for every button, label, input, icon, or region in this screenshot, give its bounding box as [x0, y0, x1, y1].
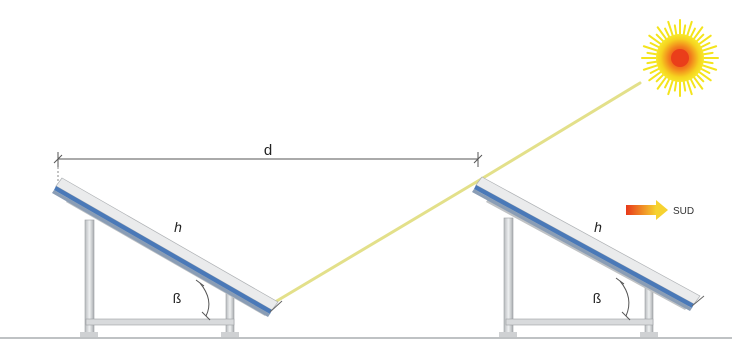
arrow-right-icon: [626, 200, 668, 220]
distance-label: d: [264, 142, 272, 159]
sun-icon: [641, 19, 719, 97]
direction-label: SUD: [673, 206, 694, 217]
left-tilt-arc: [199, 282, 210, 317]
sun-ray: [268, 81, 642, 307]
distance-dimension: [53, 152, 483, 186]
right-panel-length-label: h: [594, 219, 602, 235]
left-panel: [52, 177, 279, 317]
left-tilt-angle-label: ß: [173, 290, 182, 306]
right-solar-module: [472, 176, 705, 337]
left-panel-length-label: h: [174, 219, 182, 235]
right-tilt-angle-label: ß: [593, 290, 602, 306]
left-solar-module: [52, 177, 283, 337]
right-panel: [472, 176, 701, 311]
right-tilt-arc: [619, 280, 630, 317]
